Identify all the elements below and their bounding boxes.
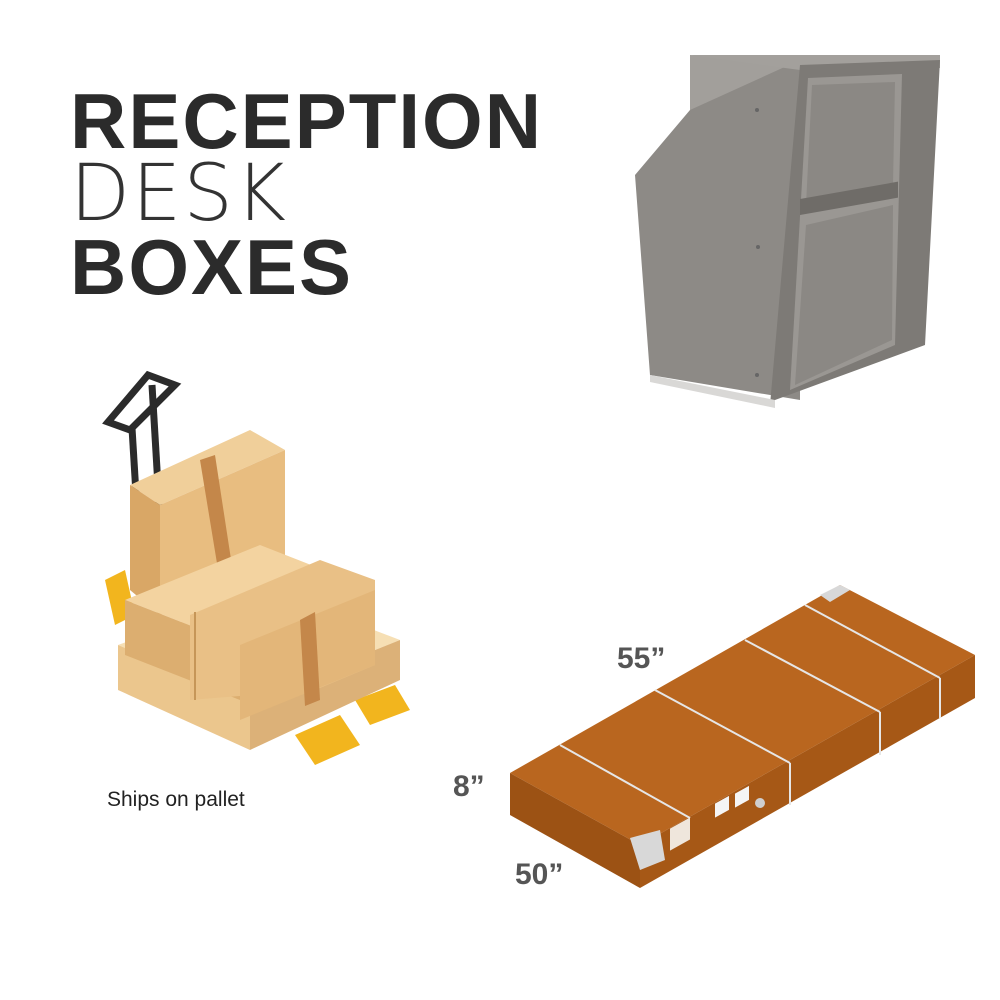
- title-line-3: BOXES: [70, 223, 354, 311]
- width-dimension-label: 50”: [515, 858, 564, 891]
- title-line-2: DESK: [70, 149, 289, 239]
- height-dimension-label: 8”: [453, 770, 485, 803]
- length-dimension-label: 55”: [617, 642, 666, 675]
- title-line-1: RECEPTION: [70, 77, 544, 165]
- ships-on-pallet-caption: Ships on pallet: [107, 788, 245, 811]
